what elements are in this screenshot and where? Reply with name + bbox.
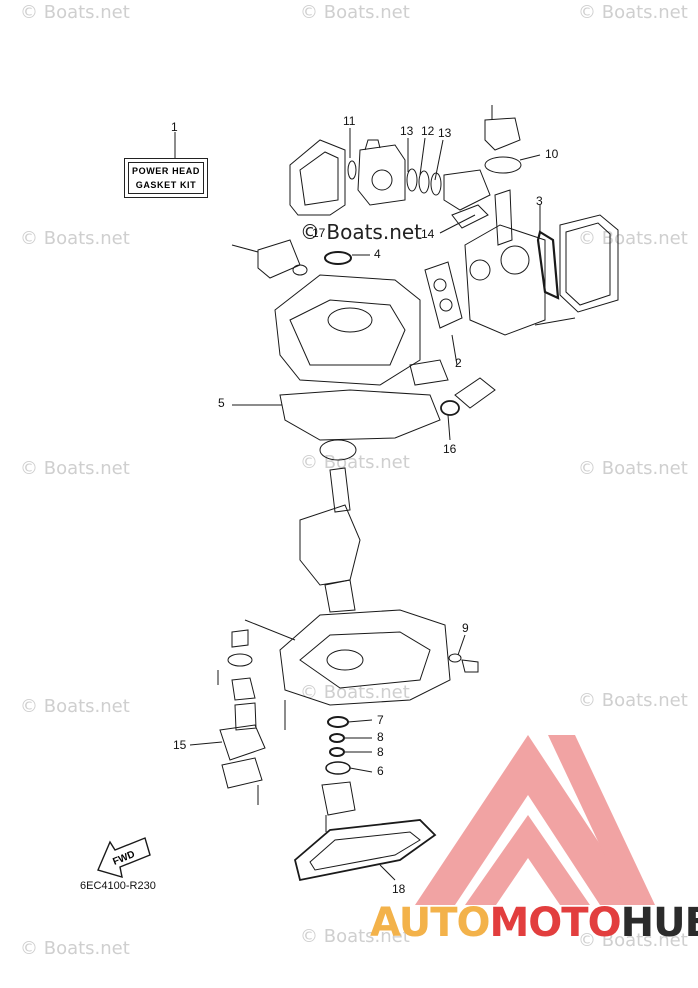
callout-13: 13 <box>438 126 452 140</box>
callout-16: 16 <box>443 442 457 456</box>
watermark: © Boats.net <box>300 452 410 473</box>
diagram-code: 6EC4100-R230 <box>80 880 156 892</box>
watermark: © Boats.net <box>578 930 688 951</box>
callout-17: 17 <box>312 226 326 240</box>
watermark: © Boats.net <box>300 2 410 23</box>
watermark: © Boats.net <box>20 458 130 479</box>
callout-14: 14 <box>421 227 435 241</box>
watermark: © Boats.net <box>20 228 130 249</box>
callout-10: 10 <box>545 147 559 161</box>
callout-12: 12 <box>421 124 435 138</box>
callout-8: 8 <box>377 730 384 744</box>
watermark: © Boats.net <box>20 938 130 959</box>
callout-15: 15 <box>173 738 187 752</box>
watermark: © Boats.net <box>578 228 688 249</box>
callout-7: 7 <box>377 713 384 727</box>
callout-13: 13 <box>400 124 414 138</box>
callout-8: 8 <box>377 745 384 759</box>
callout-18: 18 <box>392 882 406 896</box>
callout-1: 1 <box>171 120 178 134</box>
watermark: © Boats.net <box>578 690 688 711</box>
callout-6: 6 <box>377 764 384 778</box>
watermark: © Boats.net <box>578 458 688 479</box>
callout-9: 9 <box>462 621 469 635</box>
watermark: © Boats.net <box>300 682 410 703</box>
callout-11: 11 <box>343 114 356 128</box>
watermark: © Boats.net <box>20 696 130 717</box>
kit-label-line2: GASKET KIT <box>135 180 197 190</box>
watermark: © Boats.net <box>300 926 410 947</box>
callout-2: 2 <box>455 356 462 370</box>
watermark: © Boats.net <box>578 2 688 23</box>
kit-label-line1: POWER HEAD <box>131 166 200 176</box>
callout-4: 4 <box>374 247 381 261</box>
callout-3: 3 <box>536 194 543 208</box>
watermark: © Boats.net <box>20 2 130 23</box>
kit-label: POWER HEAD GASKET KIT <box>124 158 208 198</box>
callout-5: 5 <box>218 396 225 410</box>
brand-logo-text: AUTOMOTOHUB <box>370 900 698 946</box>
watermark-dark: © Boats.net <box>300 220 423 244</box>
